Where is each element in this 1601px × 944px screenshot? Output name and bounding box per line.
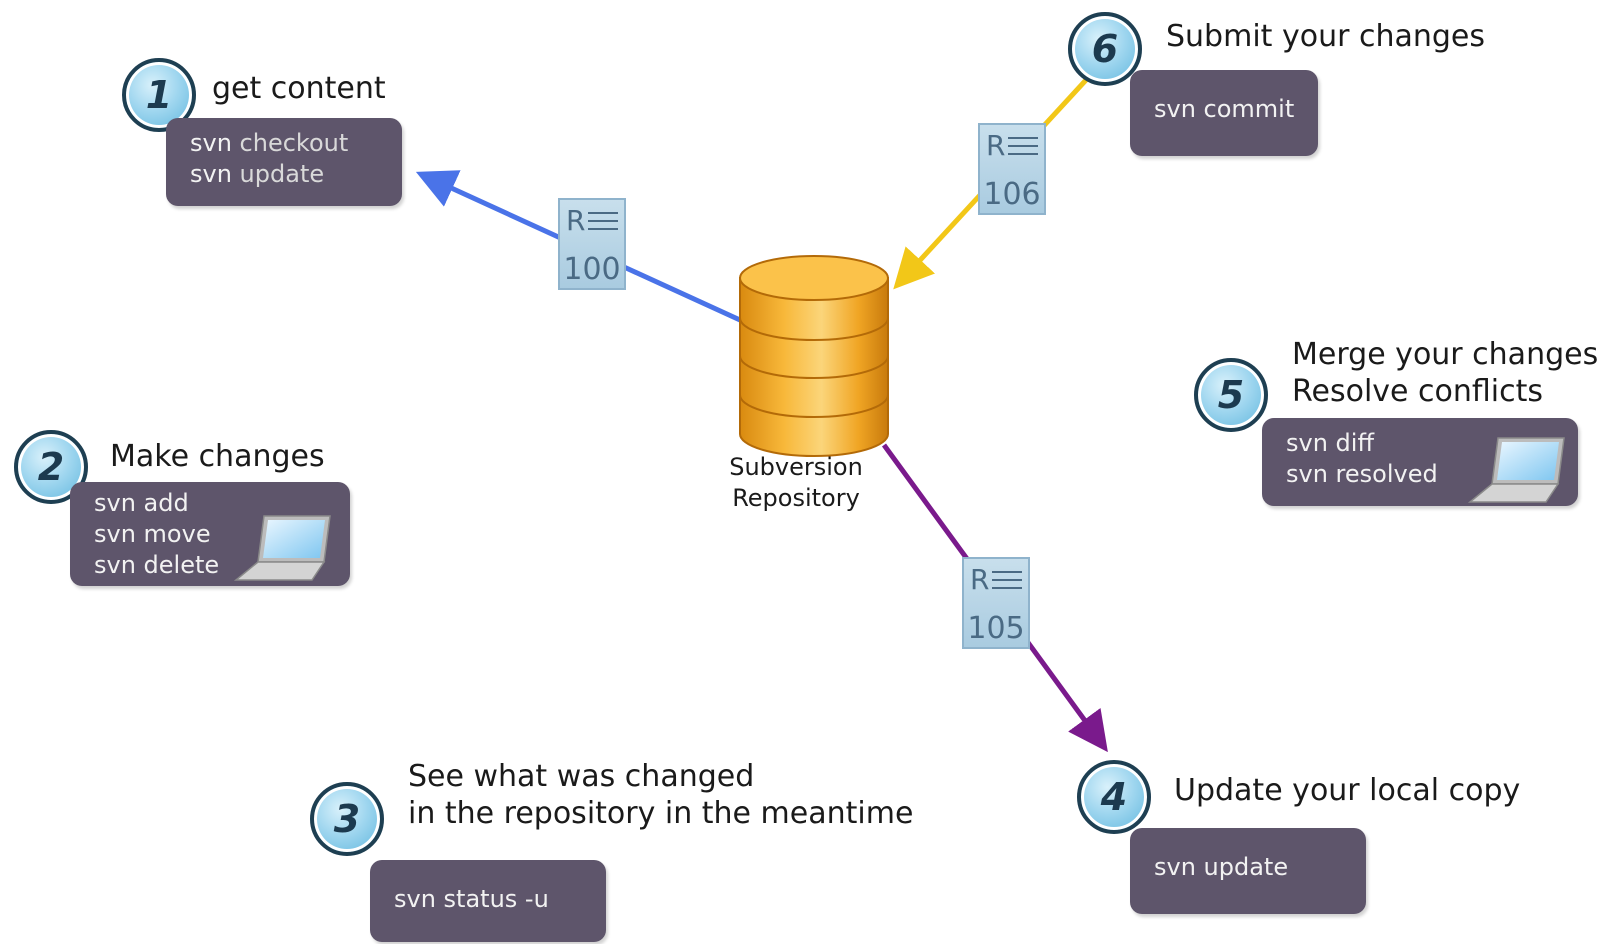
- laptop-icon: [1468, 437, 1565, 503]
- revision-letter: R: [970, 563, 990, 596]
- document-lines-icon: [992, 571, 1022, 595]
- command-line: svn move: [94, 520, 211, 548]
- revision-letter: R: [986, 129, 1006, 162]
- step-4-badge: 4: [1077, 760, 1151, 834]
- command-line: svn update: [190, 159, 402, 190]
- step-4-title: Update your local copy: [1174, 773, 1521, 808]
- repository-label-line-2: Repository: [732, 484, 860, 512]
- repository-label: Subversion Repository: [716, 452, 876, 514]
- laptop-icon: [234, 515, 331, 581]
- step-3-title-line-2: in the repository in the meantime: [408, 796, 914, 831]
- revision-badge-105: R 105: [962, 557, 1030, 649]
- step-5-title-line-1: Merge your changes: [1292, 337, 1599, 372]
- step-6-badge: 6: [1068, 12, 1142, 86]
- command-line: svn checkout: [190, 128, 402, 159]
- step-5-badge: 5: [1194, 358, 1268, 432]
- revision-badge-100: R 100: [558, 198, 626, 290]
- command-prefix: svn: [190, 160, 232, 188]
- step-5-title: Merge your changes Resolve conflicts: [1292, 336, 1598, 410]
- command-name: update: [231, 160, 325, 188]
- command-prefix: svn: [190, 129, 232, 157]
- step-2-title: Make changes: [110, 439, 325, 474]
- step-3-badge: 3: [310, 782, 384, 856]
- step-6-title: Submit your changes: [1166, 19, 1485, 54]
- command-line: svn commit: [1154, 95, 1295, 123]
- step-3-command-box: svn status -u: [370, 860, 606, 942]
- step-3-title: See what was changed in the repository i…: [408, 758, 913, 832]
- revision-badge-106: R 106: [978, 123, 1046, 215]
- command-line: svn delete: [94, 551, 220, 579]
- command-line: svn add: [94, 489, 189, 517]
- step-5-title-line-2: Resolve conflicts: [1292, 374, 1544, 409]
- revision-letter: R: [566, 204, 586, 237]
- command-line: svn update: [1154, 853, 1289, 881]
- command-line: svn diff: [1286, 429, 1374, 457]
- command-line: svn status -u: [394, 885, 549, 913]
- step-6-command-box: svn commit: [1130, 70, 1318, 156]
- revision-number: 105: [967, 611, 1025, 646]
- repository-database-icon: [739, 255, 889, 457]
- step-1-badge: 1: [122, 58, 196, 132]
- command-line: svn resolved: [1286, 460, 1438, 488]
- document-lines-icon: [588, 212, 618, 236]
- repository-label-line-1: Subversion: [729, 453, 863, 481]
- document-lines-icon: [1008, 137, 1038, 161]
- revision-number: 100: [563, 252, 621, 287]
- step-3-title-line-1: See what was changed: [408, 759, 755, 794]
- command-name: checkout: [231, 129, 349, 157]
- revision-number: 106: [983, 177, 1041, 212]
- step-1-title: get content: [212, 71, 386, 106]
- step-1-command-box: svn checkout svn update: [166, 118, 402, 206]
- step-4-command-box: svn update: [1130, 828, 1366, 914]
